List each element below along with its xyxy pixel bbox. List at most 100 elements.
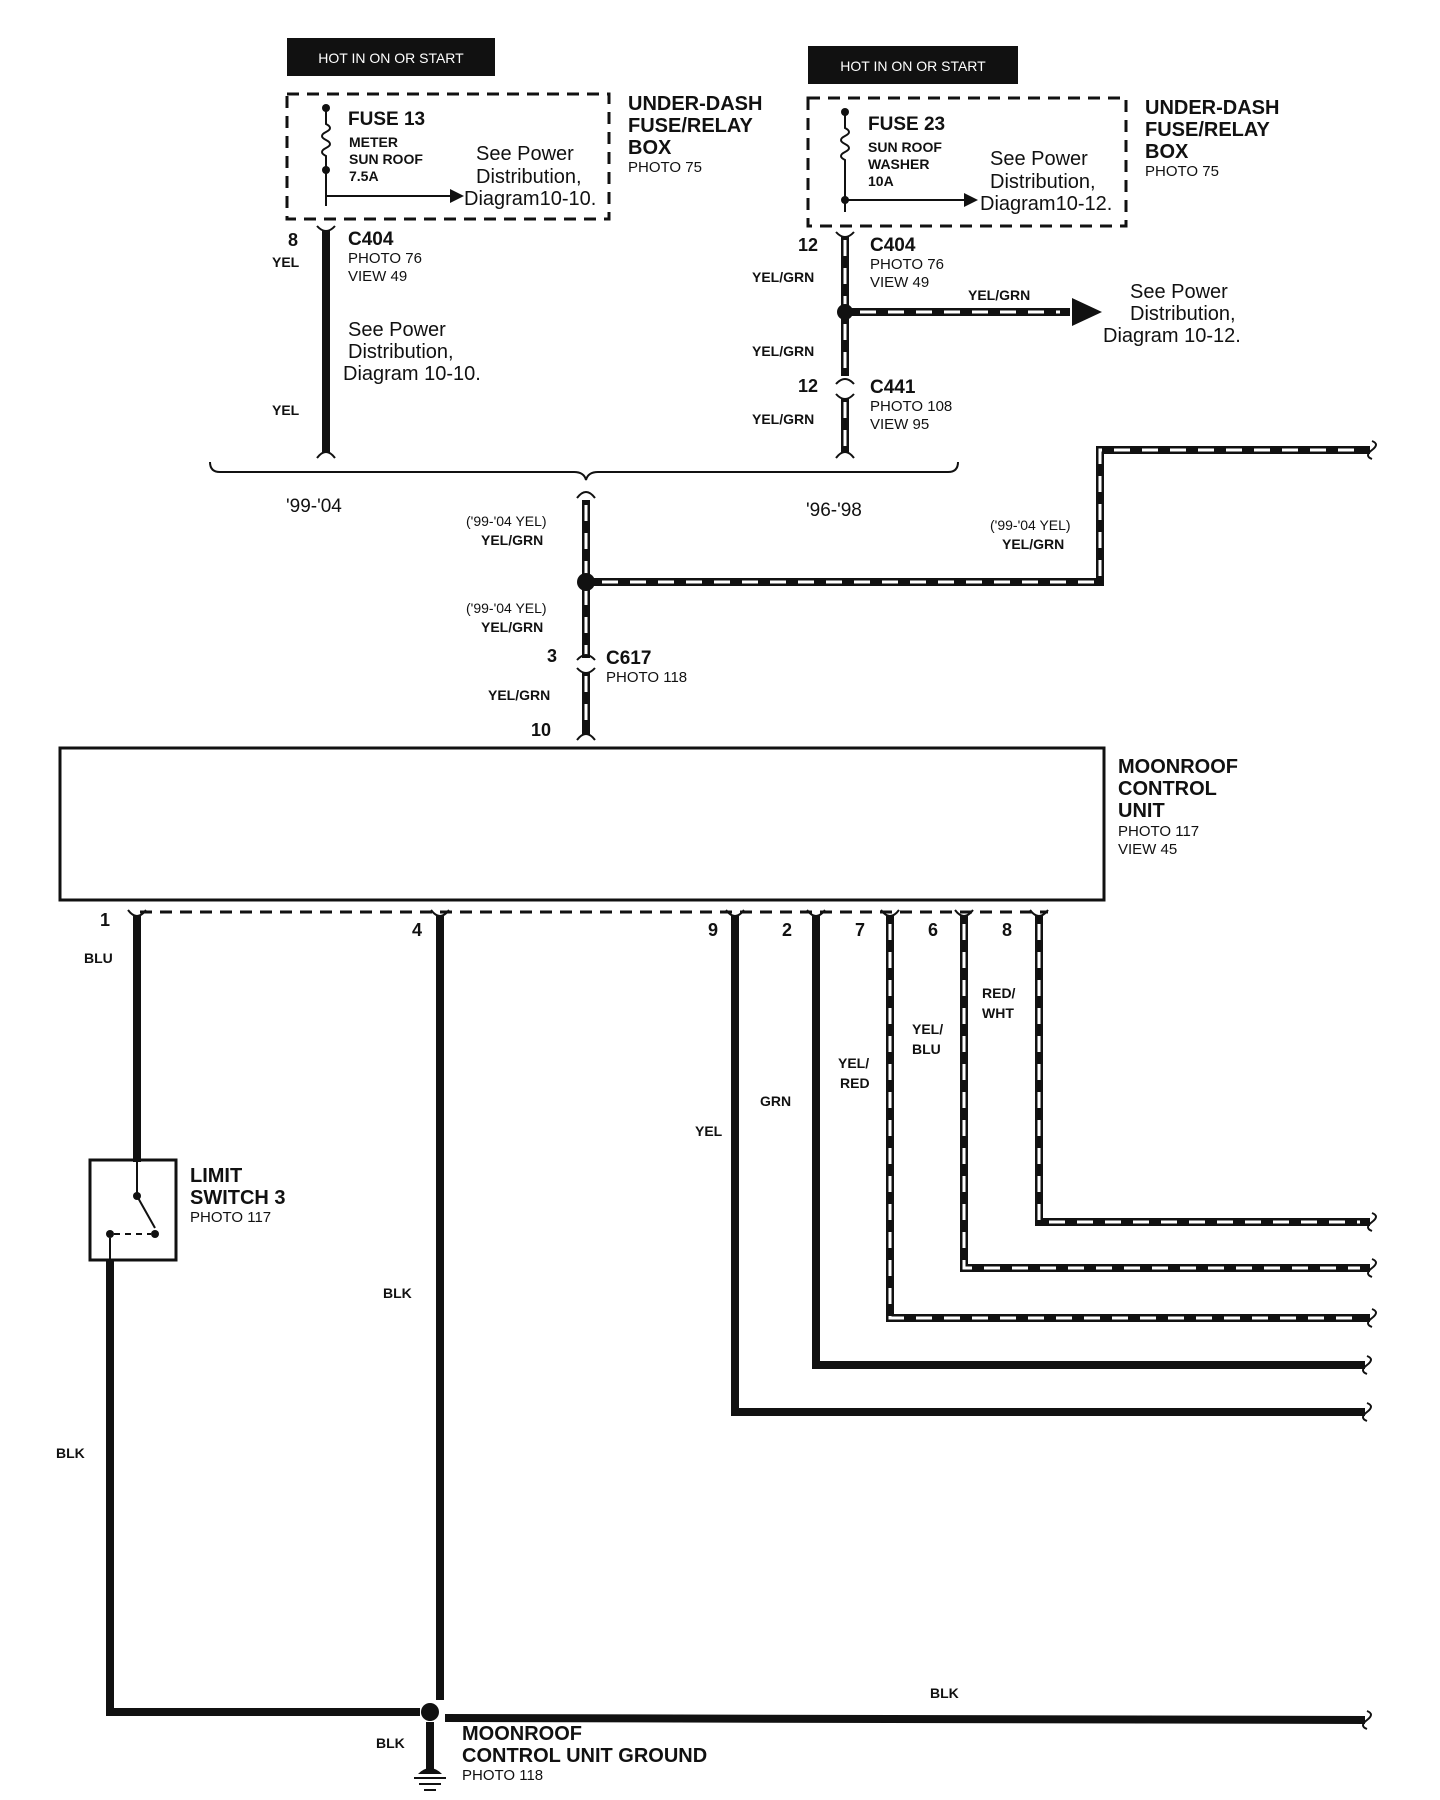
c617-connector-top: [576, 654, 596, 661]
splice-branch-arrow: [1072, 298, 1102, 326]
ground-splice: [421, 1703, 439, 1721]
wire-pin6-end: [1367, 1258, 1377, 1278]
wire-right-end: [835, 451, 855, 459]
wire-pin8-redwht: [1035, 916, 1370, 1226]
left-wire-color-top: YEL: [272, 254, 300, 270]
trunk-splice: [577, 573, 595, 591]
limit-switch-wire-color: BLK: [56, 1445, 85, 1461]
wire-pin1-color: BLU: [84, 950, 113, 966]
c441-pin: 12: [798, 376, 818, 396]
fuse-box-right-line3: BOX: [1145, 141, 1189, 163]
c404-right-view: VIEW 49: [870, 274, 929, 291]
trunk-top-color: YEL/GRN: [481, 532, 543, 548]
fuse-23-note-3: Diagram10-12.: [980, 193, 1112, 215]
fuse-13-node-top: [322, 104, 330, 112]
splice-note-1: See Power: [1130, 281, 1228, 303]
hot-label-box-right: [808, 46, 1018, 84]
hot-label-box-left: [287, 38, 495, 76]
left-note-1: See Power: [348, 319, 446, 341]
ground-drop-color: BLK: [376, 1735, 405, 1751]
c404-right-photo: PHOTO 76: [870, 256, 944, 273]
wire-trunk-branch-stripe: [602, 448, 1360, 584]
wire-left-end: [316, 451, 336, 459]
trunk-top-connector: [576, 491, 596, 499]
wire-pin6-yelblu: [960, 916, 1370, 1272]
splice-note-2: Distribution,: [1130, 303, 1236, 325]
wire-pin6-stripe: [962, 924, 1360, 1270]
pin-1: 1: [100, 910, 110, 930]
control-unit-line2: CONTROL: [1118, 778, 1217, 800]
ground-label-photo: PHOTO 118: [462, 1767, 543, 1784]
fuse-13-node-bottom: [322, 166, 330, 174]
control-unit-line3: UNIT: [1118, 800, 1165, 822]
unit-input-pin: 10: [531, 720, 551, 740]
c617-label: C617: [606, 648, 651, 669]
wire-pin6-color-b: BLU: [912, 1041, 941, 1057]
right-wire-color-2: YEL/GRN: [752, 343, 814, 359]
c441-label: C441: [870, 377, 916, 398]
fuse-box-outline-right: [806, 96, 1128, 228]
fuse-23-node-top: [841, 108, 849, 116]
c441-connector-top: [835, 378, 855, 385]
year-selector-brace: [209, 461, 959, 481]
c617-photo: PHOTO 118: [606, 669, 687, 686]
years-left-label: '99-'04: [286, 496, 342, 517]
pin-9: 9: [708, 920, 718, 940]
ground-symbol-icon: [418, 1768, 442, 1774]
c441-view: VIEW 95: [870, 416, 929, 433]
control-unit-line1: MOONROOF: [1118, 756, 1238, 778]
limit-switch-line1: LIMIT: [190, 1165, 242, 1187]
hot-label-right: HOT IN ON OR START: [840, 58, 986, 74]
fuse-13-note-2: Distribution,: [476, 166, 582, 188]
c404-left-view: VIEW 49: [348, 268, 407, 285]
wire-pin8-stripe: [1037, 924, 1360, 1224]
fuse-box-left-line3: BOX: [628, 137, 672, 159]
ground-label-line2: CONTROL UNIT GROUND: [462, 1745, 707, 1767]
ground-bus-color: BLK: [930, 1685, 959, 1701]
branch-alt: ('99-'04 YEL): [990, 517, 1071, 533]
left-note-3: Diagram 10-10.: [343, 363, 481, 385]
wire-pin6-color-a: YEL/: [912, 1021, 943, 1037]
wire-limit-switch-blk: [106, 1260, 420, 1716]
fuse-13-rating: 7.5A: [349, 168, 379, 184]
fuse-box-outline-left: [285, 92, 611, 221]
left-wire-color-bottom: YEL: [272, 402, 300, 418]
limit-switch-line2: SWITCH 3: [190, 1187, 286, 1209]
control-unit-photo: PHOTO 117: [1118, 823, 1199, 840]
wire-pin8-color-b: WHT: [982, 1005, 1014, 1021]
c404-right-pin: 12: [798, 235, 818, 255]
fuse-13-name: FUSE 13: [348, 109, 425, 130]
fuse-23-name: FUSE 23: [868, 114, 945, 135]
wire-pin2-end: [1362, 1355, 1372, 1375]
fuse-23-circuit-washer: WASHER: [868, 156, 929, 172]
wire-trunk-branch-end: [1367, 440, 1377, 460]
wire-pin8-end: [1367, 1212, 1377, 1232]
c441-photo: PHOTO 108: [870, 398, 952, 415]
control-unit-view: VIEW 45: [1118, 841, 1177, 858]
wire-ground-bus-end: [1362, 1710, 1372, 1730]
fuse-13-note-3: Diagram10-10.: [464, 188, 596, 210]
pin-2: 2: [782, 920, 792, 940]
pin-7: 7: [855, 920, 865, 940]
fuse-13-note-1: See Power: [476, 143, 574, 165]
fuse-13-arrow-head: [450, 189, 464, 203]
fuse-13-circuit-meter: METER: [349, 134, 398, 150]
fuse-23-note-1: See Power: [990, 148, 1088, 170]
wire-pin9-color: YEL: [695, 1123, 723, 1139]
pin-8: 8: [1002, 920, 1012, 940]
c404-left-pin: 8: [288, 230, 298, 250]
splice-branch-color: YEL/GRN: [968, 287, 1030, 303]
hot-label-left: HOT IN ON OR START: [318, 50, 464, 66]
wire-trunk-branch: [592, 446, 1370, 586]
limit-switch-contact-a: [151, 1230, 159, 1238]
wire-pin8-color-a: RED/: [982, 985, 1016, 1001]
limit-switch-3: [88, 1158, 178, 1262]
pin-4: 4: [412, 920, 422, 940]
years-right-label: '96-'98: [806, 500, 862, 521]
wire-pin4-color: BLK: [383, 1285, 412, 1301]
fuse-13-circuit-sunroof: SUN ROOF: [349, 151, 423, 167]
wire-pin7-color-b: RED: [840, 1075, 870, 1091]
fuse-box-right-photo: PHOTO 75: [1145, 163, 1219, 180]
wire-pin7-stripe: [888, 924, 1360, 1320]
